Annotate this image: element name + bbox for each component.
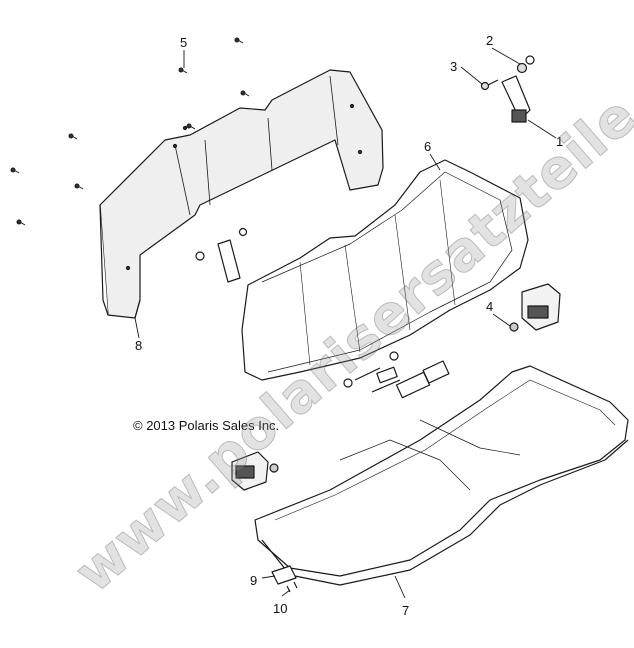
callout-6: 6 [424,139,432,154]
callout-3: 3 [450,59,458,74]
bolt-part-3 [480,79,499,91]
callout-2: 2 [486,33,494,48]
callout-1: 1 [556,134,564,149]
bracket-part-1 [501,75,531,123]
leader-lines [134,47,557,599]
callout-10: 10 [273,601,288,616]
nut-part-2 [516,55,535,74]
back-panel-part-8 [99,69,384,319]
callout-5: 5 [180,35,188,50]
callout-7: 7 [402,603,410,618]
plate-part-9 [271,565,297,585]
callout-4: 4 [486,299,494,314]
buckle-housing-part-4 [509,283,561,332]
bracket-left [195,227,248,283]
seat-belt-buckles [343,351,450,399]
copyright-text: © 2013 Polaris Sales Inc. [133,418,280,433]
seat-back-part-6 [241,159,529,381]
callout-9: 9 [250,573,258,588]
screw-part-5 [10,37,250,226]
buckle-housing-left [231,451,279,491]
screw-part-10 [286,581,298,593]
seat-bottom-part-7 [254,365,629,586]
callout-8: 8 [135,338,143,353]
